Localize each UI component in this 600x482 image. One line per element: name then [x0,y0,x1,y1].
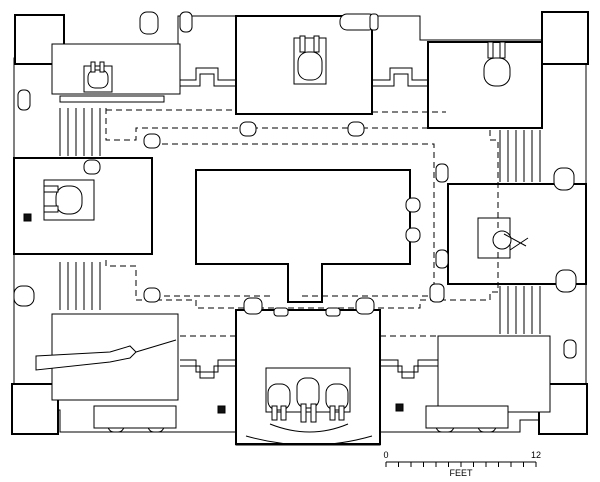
figure-top-left [83,61,113,93]
figure-top-far-right [339,13,379,31]
steps-top-right [371,58,428,87]
figure-top-center [293,35,327,85]
outer-wall [13,15,587,446]
bench-bottom-right [425,405,509,429]
bench-right-upper [499,130,541,182]
scale-end-label: 12 [531,450,541,460]
figure-right [477,217,529,259]
marker-left [23,213,32,222]
marker-bottom-left [217,405,226,414]
dashed-outer-boundary [105,108,499,309]
platform-right [447,183,587,285]
platform-top-right [427,41,543,129]
steps-bottom-right [380,359,438,379]
bench-right-lower [499,286,541,334]
bench-bottom-left [93,405,177,429]
scale-start-label: 0 [383,450,388,460]
platform-bottom-right [437,335,551,413]
scale-unit-label: FEET [449,468,473,478]
platform-top-left [51,43,181,103]
marker-bottom-right [395,403,404,412]
small-figures [13,11,577,433]
central-hearth [195,169,411,303]
platform-bottom-center [235,309,381,445]
scale-bar: 0 12 FEET [383,450,541,478]
canoe-object [35,339,177,371]
bench-left-upper [59,108,101,156]
platform-left [13,157,153,255]
figure-top-right [483,41,511,87]
corner-pillar-top-right [541,11,589,65]
figures-bottom-center [245,367,373,446]
corner-pillar-bottom-left [11,383,59,435]
dashed-inner-boundary [162,143,435,297]
figure-left [43,179,95,221]
steps-bottom-left [180,359,236,379]
dashed-top-line [106,109,446,113]
scale-bar-ticks [385,462,537,467]
bench-left-lower [59,262,101,310]
steps-top-left [179,58,236,87]
